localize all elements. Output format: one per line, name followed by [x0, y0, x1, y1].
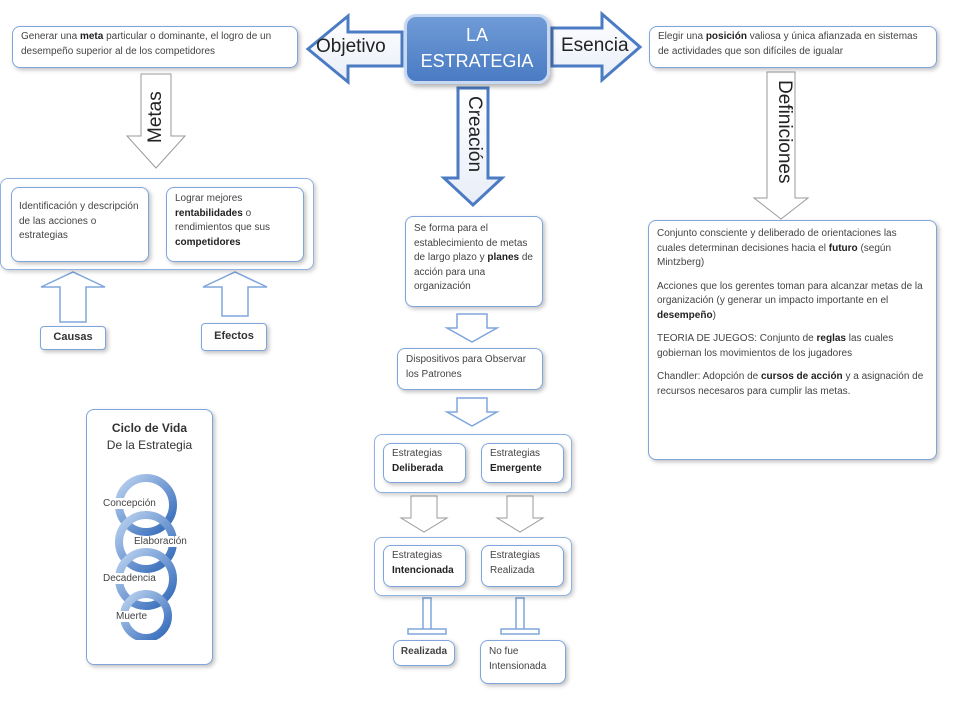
metas-right-bold1: rentabilidades	[175, 207, 243, 219]
causas-box: Causas	[40, 326, 106, 350]
def3-pre: TEORIA DE JUEGOS: Conjunto de	[657, 333, 817, 344]
def4-post: y a asignación de recursos necesaros par…	[657, 371, 924, 397]
objetivo-text-pre: Generar una	[21, 31, 80, 42]
deliberada-l1: Estrategias	[392, 448, 443, 459]
esencia-text-bold: posición	[705, 31, 747, 42]
creacion-text-pre: Se forma para el establecimiento de meta…	[414, 223, 528, 263]
metas-arrow	[125, 73, 187, 169]
realizada-strategy-box: Estrategias Realizada	[481, 545, 564, 587]
esencia-text-post: valiosa y única afianzada en sistemas de…	[658, 31, 918, 57]
def3-bold: reglas	[816, 333, 846, 344]
intencionada-box: Estrategias Intencionada	[383, 545, 466, 587]
def1-post: (según Mintzberg)	[657, 242, 892, 269]
ciclo-rings	[115, 474, 177, 640]
objetivo-label: Objetivo	[316, 36, 386, 57]
intencionada-l2: Intencionada	[392, 564, 454, 576]
connector-realizada	[407, 597, 447, 635]
creacion-text-post: de acción para una organización	[414, 252, 533, 292]
definicion-4: Chandler: Adopción de cursos de acción y…	[657, 370, 928, 399]
creacion-text-bold: planes	[487, 252, 520, 263]
esencia-box: Elegir una posición valiosa y única afia…	[649, 26, 937, 68]
emergente-box: Estrategias Emergente	[481, 443, 564, 483]
down-arrow-1	[444, 313, 500, 343]
no-fue-box: No fue Intensionada	[480, 640, 566, 684]
metas-label: Metas	[145, 91, 166, 143]
ciclo-stage-2: Elaboración	[134, 536, 187, 547]
realizada-l1: Estrategias	[490, 550, 541, 561]
emergente-l2: Emergente	[490, 462, 542, 474]
definiciones-box: Conjunto consciente y deliberado de orie…	[648, 220, 937, 460]
metas-left-box: Identificación y descripción de las acci…	[11, 187, 149, 262]
definiciones-label: Definiciones	[774, 80, 795, 184]
metas-right-pre: Lograr mejores	[175, 193, 243, 204]
metas-right-bold2: competidores	[175, 236, 241, 248]
definicion-2: Acciones que los gerentes toman para alc…	[657, 280, 928, 324]
definicion-1: Conjunto consciente y deliberado de orie…	[657, 227, 928, 271]
causas-up-arrow	[40, 271, 106, 323]
intencionada-l1: Estrategias	[392, 550, 443, 561]
definicion-3: TEORIA DE JUEGOS: Conjunto de reglas las…	[657, 332, 928, 361]
ciclo-stage-3: Decadencia	[103, 573, 156, 584]
def4-pre: Chandler: Adopción de	[657, 371, 761, 382]
definiciones-arrow	[752, 71, 810, 220]
metas-right-mid: o rendimientos que sus	[175, 207, 271, 234]
creacion-arrow	[440, 86, 506, 208]
objetivo-text-post: particular o dominante, el logro de un d…	[21, 31, 272, 57]
creacion-label: Creación	[464, 96, 485, 173]
down-arrow-2	[444, 397, 500, 427]
down-arrow-3	[399, 495, 449, 533]
metas-left-text: Identificación y descripción de las acci…	[19, 201, 139, 241]
deliberada-box: Estrategias Deliberada	[383, 443, 466, 483]
esencia-label: Esencia	[561, 35, 629, 56]
ciclo-stage-1: Concepción	[103, 498, 156, 509]
dispositivos-box: Dispositivos para Observar los Patrones	[397, 348, 543, 390]
efectos-up-arrow	[202, 271, 268, 317]
def2-post: )	[712, 309, 716, 321]
emergente-l1: Estrategias	[490, 448, 541, 459]
creacion-box: Se forma para el establecimiento de meta…	[405, 216, 543, 307]
connector-no-fue	[500, 597, 540, 635]
def1-bold: futuro	[828, 242, 858, 254]
def3-post: las cuales gobiernan los movimientos de …	[657, 333, 894, 359]
ciclo-title: Ciclo de Vida	[111, 421, 188, 435]
deliberada-l2: Deliberada	[392, 462, 444, 474]
objetivo-text-bold: meta	[79, 31, 104, 42]
realizada-outcome-box: Realizada	[393, 640, 455, 666]
ciclo-box: Ciclo de Vida De la Estrategia	[86, 409, 213, 665]
def2-pre: Acciones que los gerentes toman para alc…	[657, 280, 923, 307]
main-title: LA ESTRATEGIA	[404, 14, 550, 84]
metas-right-box: Lograr mejores rentabilidades o rendimie…	[166, 187, 304, 262]
def4-bold: cursos de acción	[760, 371, 843, 382]
efectos-box: Efectos	[201, 323, 267, 351]
title-line-1: LA	[465, 25, 489, 45]
objetivo-arrow	[305, 12, 404, 86]
def1-pre: Conjunto consciente y deliberado de orie…	[657, 228, 897, 254]
objetivo-box: Generar una meta particular o dominante,…	[12, 26, 298, 68]
realizada-l2: Realizada	[490, 564, 535, 576]
title-line-2: ESTRATEGIA	[420, 51, 534, 72]
ciclo-subtitle: De la Estrategia	[106, 438, 193, 453]
ciclo-stage-4: Muerte	[116, 611, 148, 622]
esencia-text-pre: Elegir una	[658, 31, 706, 42]
esencia-arrow	[550, 10, 643, 84]
down-arrow-4	[495, 495, 545, 533]
def2-bold: desempeño	[657, 309, 713, 321]
